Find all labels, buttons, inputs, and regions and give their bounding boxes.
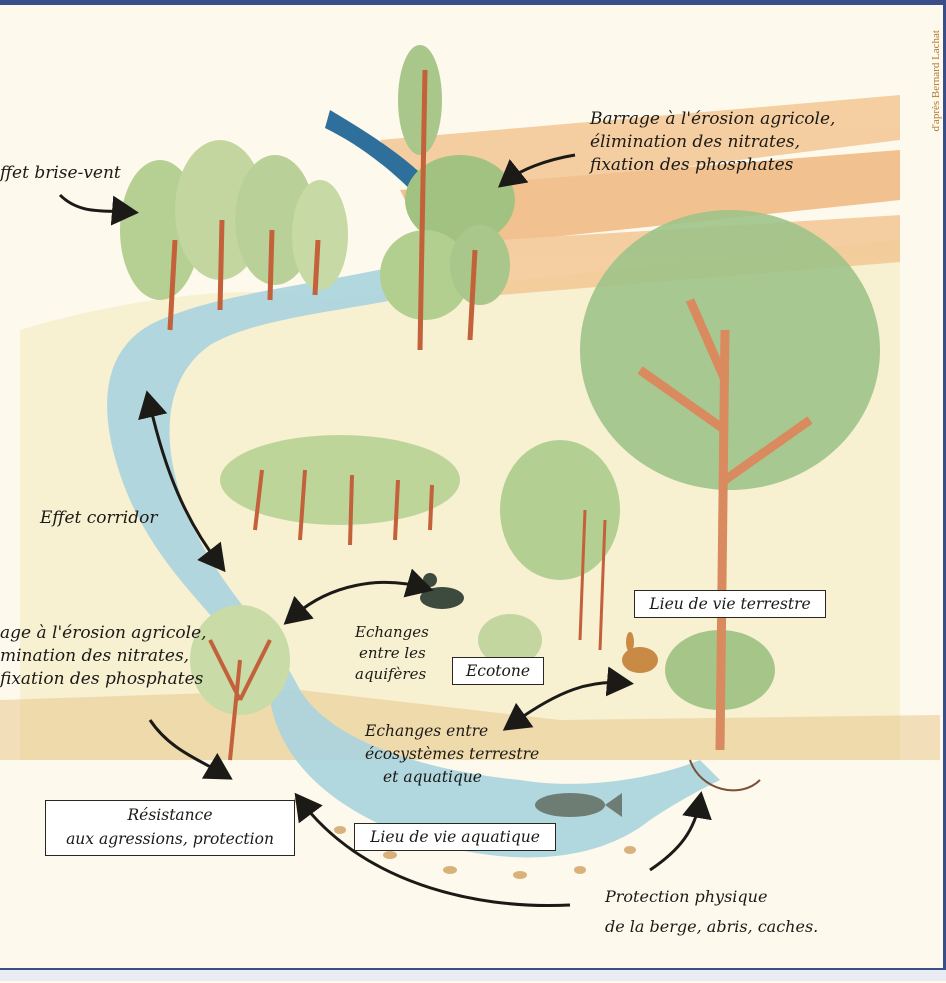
label-barrage-left-line2: mination des nitrates,	[0, 645, 207, 668]
label-barrage-right-line3: fixation des phosphates	[590, 154, 835, 177]
box-resistance-line1: Résistance	[46, 803, 294, 827]
frame-bottom	[0, 968, 946, 981]
label-echanges-aquiferes-line1: Echanges	[355, 622, 429, 643]
label-echanges-aquiferes-line3: aquifères	[355, 664, 429, 685]
label-barrage-left-line1: age à l'érosion agricole,	[0, 622, 207, 645]
label-barrage-left: age à l'érosion agricole, mination des n…	[0, 622, 207, 691]
label-echanges-aquiferes-line2: entre les	[355, 643, 429, 664]
label-protection-line2: de la berge, abris, caches.	[605, 912, 818, 942]
label-protection-line1: Protection physique	[605, 882, 818, 912]
label-barrage-right: Barrage à l'érosion agricole, éliminatio…	[590, 108, 835, 177]
label-echanges-ecosystemes-line2: écosystèmes terrestre	[365, 743, 539, 766]
label-protection-physique: Protection physique de la berge, abris, …	[605, 882, 818, 942]
label-echanges-ecosystemes-line3: et aquatique	[365, 766, 539, 789]
box-resistance: Résistance aux agressions, protection	[45, 800, 295, 856]
box-ecotone: Ecotone	[452, 657, 544, 685]
box-lieu-vie-terrestre: Lieu de vie terrestre	[634, 590, 826, 618]
label-brise-vent: ffet brise-vent	[0, 162, 121, 185]
image-credit: d'après Bernard Lachat	[930, 30, 942, 132]
label-barrage-right-line1: Barrage à l'érosion agricole,	[590, 108, 835, 131]
label-corridor: Effet corridor	[40, 507, 157, 530]
label-echanges-aquiferes: Echanges entre les aquifères	[355, 622, 429, 685]
box-resistance-line2: aux agressions, protection	[46, 827, 294, 851]
box-lieu-vie-aquatique: Lieu de vie aquatique	[354, 823, 556, 851]
label-barrage-left-line3: fixation des phosphates	[0, 668, 207, 691]
label-barrage-right-line2: élimination des nitrates,	[590, 131, 835, 154]
label-echanges-ecosystemes: Echanges entre écosystèmes terrestre et …	[365, 720, 539, 789]
frame-top	[0, 0, 946, 5]
label-echanges-ecosystemes-line1: Echanges entre	[365, 720, 539, 743]
